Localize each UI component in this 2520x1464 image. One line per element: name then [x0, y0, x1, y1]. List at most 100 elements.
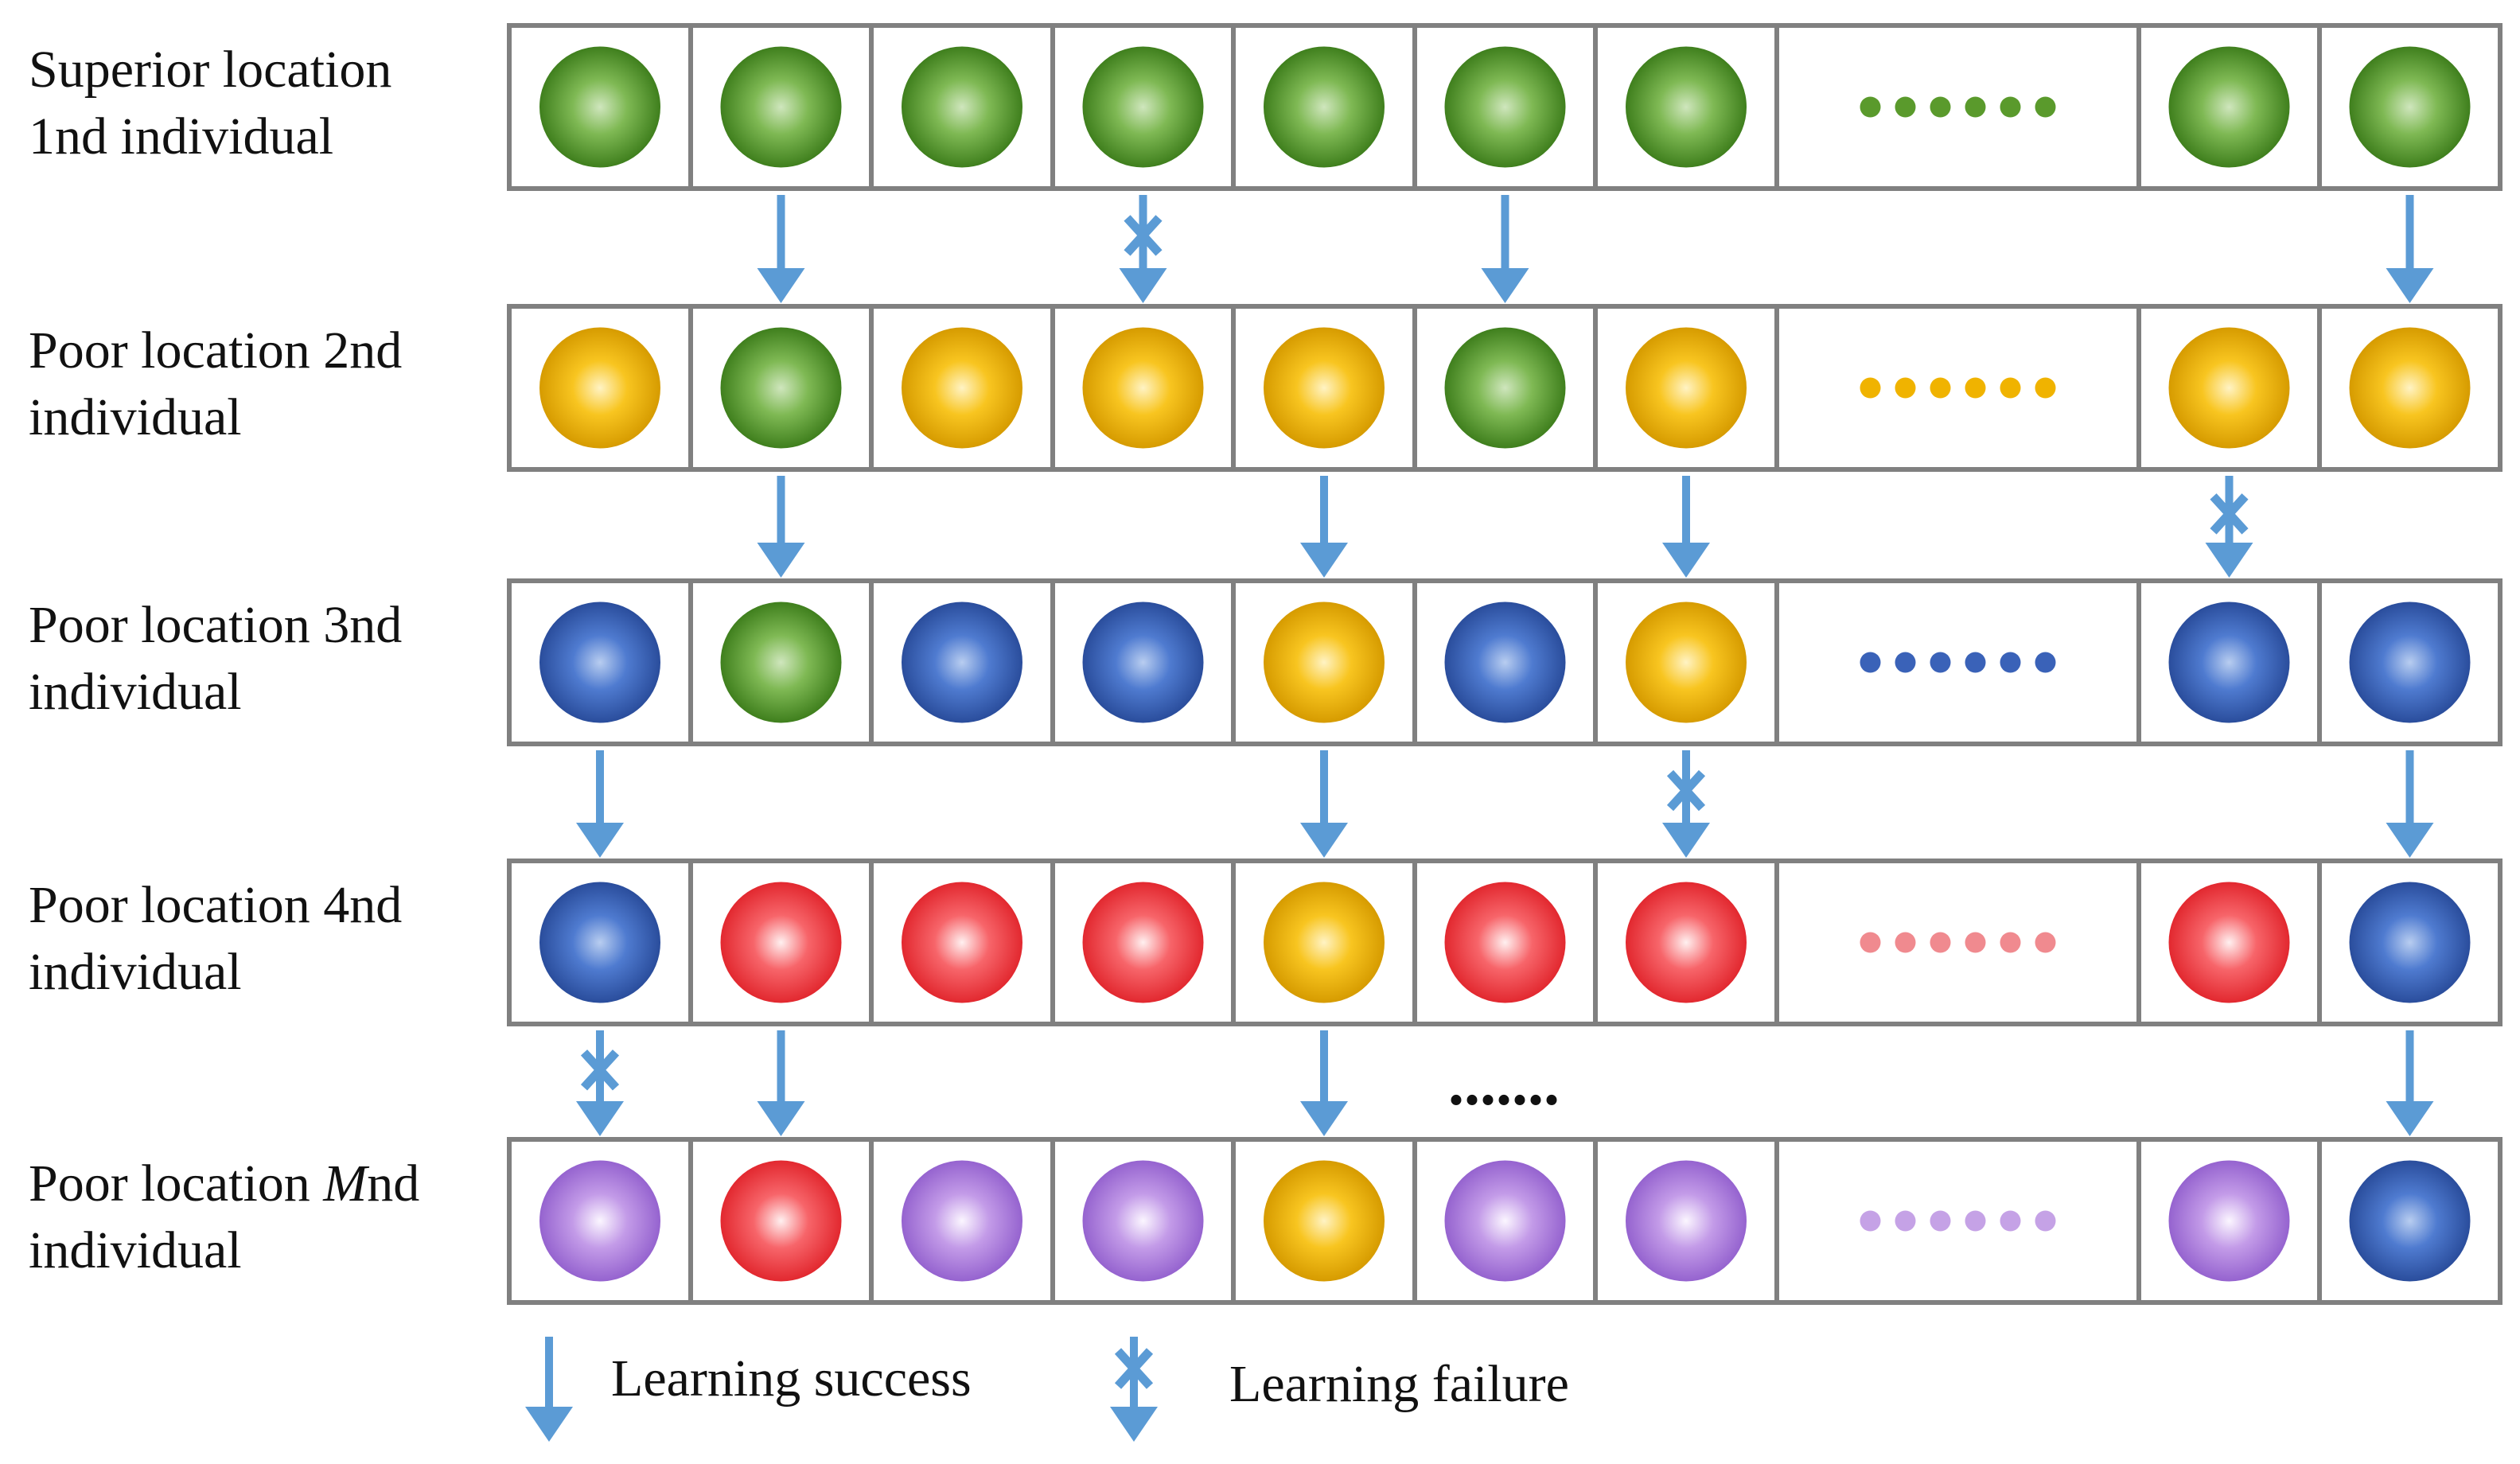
ellipsis-dot — [1930, 932, 1951, 953]
row-label-line: individual — [29, 943, 242, 1001]
ellipsis-dot — [1860, 1210, 1881, 1232]
row-label-line: Poor location Mnd — [29, 1154, 420, 1213]
arrow-head — [2386, 268, 2434, 303]
arrow-head — [1481, 268, 1529, 303]
ellipsis-dot — [1895, 652, 1916, 673]
gap-ellipsis: ....... — [1448, 1049, 1560, 1119]
arrow-head — [757, 543, 805, 578]
row-label-line: individual — [29, 1221, 242, 1279]
yellow-ball — [902, 327, 1022, 449]
yellow-ball — [1626, 327, 1747, 449]
row-label-line: Superior location — [29, 41, 392, 99]
green-ball — [539, 46, 660, 168]
yellow-ball — [1264, 882, 1385, 1003]
ellipsis-dot — [2000, 377, 2021, 399]
arrow-head — [1300, 543, 1348, 578]
green-ball — [2168, 46, 2290, 168]
ellipsis-dot — [1860, 377, 1881, 399]
red-ball — [720, 882, 842, 1003]
arrow-head — [2205, 543, 2253, 578]
yellow-ball — [2349, 327, 2471, 449]
ellipsis-dot — [1930, 377, 1951, 399]
green-ball — [720, 327, 842, 449]
success-arrow — [2386, 1030, 2434, 1136]
ellipsis-dot — [2035, 652, 2056, 673]
success-arrow — [757, 1030, 805, 1136]
failure-arrow — [2205, 476, 2253, 578]
failure-cross — [1124, 215, 1163, 256]
red-ball — [902, 882, 1022, 1003]
arrow-head — [576, 823, 624, 858]
failure-cross — [2210, 493, 2249, 535]
ellipsis-dot — [1895, 96, 1916, 118]
arrow-head — [576, 1101, 624, 1136]
rows-layer — [507, 23, 2502, 1305]
red-ball — [720, 1160, 842, 1282]
cross-stroke — [1666, 769, 1706, 812]
ellipsis-dot — [2035, 377, 2056, 399]
green-ball — [720, 602, 842, 723]
row-label-5: Poor location Mnd individual — [29, 1151, 506, 1284]
blue-ball — [902, 602, 1022, 723]
blue-ball — [2168, 602, 2290, 723]
row-2 — [507, 304, 2502, 472]
success-arrow — [1300, 750, 1348, 858]
ellipsis-dot — [2000, 1210, 2021, 1232]
ellipsis-dot — [2000, 932, 2021, 953]
yellow-ball — [1082, 327, 1204, 449]
yellow-ball — [1626, 602, 1747, 723]
ellipsis-dot — [2035, 1210, 2056, 1232]
legend-success-label: Learning success — [611, 1349, 972, 1408]
purple-ball — [539, 1160, 660, 1282]
blue-ball — [2349, 1160, 2471, 1282]
row-label-1: Superior location 1nd individual — [29, 37, 506, 170]
yellow-ball — [1264, 1160, 1385, 1282]
ellipsis-dot — [1930, 652, 1951, 673]
success-arrow — [757, 476, 805, 578]
blue-ball — [2349, 882, 2471, 1003]
ellipsis-dot — [2035, 932, 2056, 953]
success-arrow — [757, 195, 805, 303]
ellipsis-dot — [1965, 652, 1986, 673]
arrow-head — [2386, 1101, 2434, 1136]
row-label-line: 1nd individual — [29, 107, 334, 165]
row-3 — [507, 578, 2502, 746]
row-1 — [507, 23, 2502, 191]
legend-success-icon — [525, 1337, 573, 1442]
arrow-head — [1662, 543, 1710, 578]
yellow-ball — [539, 327, 660, 449]
cross-stroke — [1124, 215, 1163, 256]
purple-ball — [2168, 1160, 2290, 1282]
row-label-line: Poor location 3nd — [29, 596, 403, 654]
purple-ball — [902, 1160, 1022, 1282]
green-ball — [902, 46, 1022, 168]
failure-arrow — [1119, 195, 1167, 303]
legend-layer — [525, 1337, 1158, 1442]
success-arrow — [1481, 195, 1529, 303]
arrow-head — [1119, 268, 1167, 303]
cross-stroke — [2210, 493, 2249, 535]
arrow-head — [1300, 823, 1348, 858]
ellipsis-dot — [1965, 377, 1986, 399]
ellipsis-dot — [2000, 96, 2021, 118]
ellipsis-dot — [1930, 96, 1951, 118]
ellipsis-dot — [1860, 96, 1881, 118]
green-ball — [1626, 46, 1747, 168]
green-ball — [1444, 327, 1566, 449]
row-4 — [507, 859, 2502, 1026]
ellipsis-dot — [1895, 1210, 1916, 1232]
red-ball — [1444, 882, 1566, 1003]
legend-failure-arrow — [1110, 1337, 1158, 1442]
arrows-layer — [576, 195, 2434, 1136]
arrow-head — [1662, 823, 1710, 858]
green-ball — [720, 46, 842, 168]
arrow-head — [1110, 1407, 1158, 1442]
cross-stroke — [580, 1049, 620, 1091]
ellipsis-dot — [1895, 932, 1916, 953]
arrow-head — [1300, 1101, 1348, 1136]
failure-cross — [1114, 1348, 1154, 1389]
ellipsis-dot — [1860, 932, 1881, 953]
arrow-head — [2386, 823, 2434, 858]
